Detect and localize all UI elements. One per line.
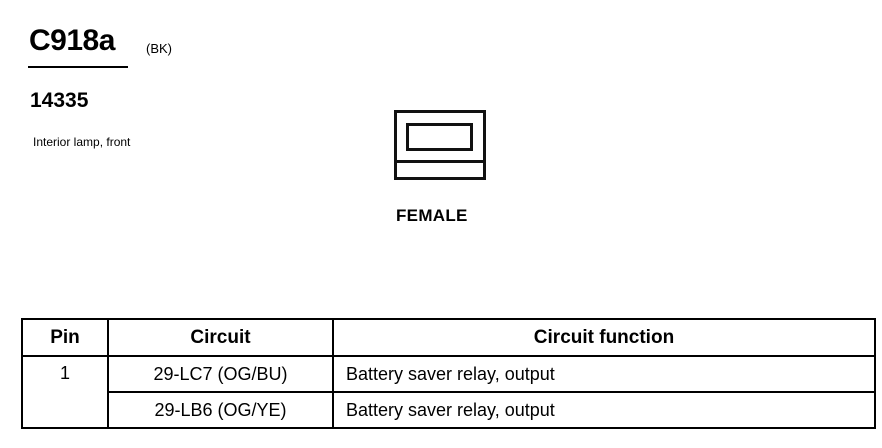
- pin-table-header-row: Pin Circuit Circuit function: [21, 318, 876, 357]
- connector-color-code: (BK): [146, 41, 172, 56]
- connector-cavity: [406, 123, 473, 151]
- circuit-function-cell: Battery saver relay, output: [332, 355, 876, 393]
- pin-table: Pin Circuit Circuit function 1 29-LC7 (O…: [21, 318, 876, 429]
- connector-gender-label: FEMALE: [396, 206, 468, 225]
- column-header-circuit: Circuit: [107, 318, 334, 357]
- connector-id: C918a: [29, 24, 115, 57]
- connector-divider: [397, 160, 483, 163]
- part-number: 14335: [30, 89, 89, 112]
- connector-id-underline: [28, 66, 128, 68]
- table-row: 1 29-LC7 (OG/BU) Battery saver relay, ou…: [21, 355, 876, 429]
- connector-face-diagram: [394, 110, 486, 180]
- connector-description: Interior lamp, front: [33, 135, 131, 149]
- column-header-pin: Pin: [21, 318, 109, 357]
- circuit-cell: 29-LB6 (OG/YE): [107, 391, 334, 429]
- circuit-function-cell: Battery saver relay, output: [332, 391, 876, 429]
- column-header-circuit-function: Circuit function: [332, 318, 876, 357]
- table-row: 29-LB6 (OG/YE) Battery saver relay, outp…: [22, 391, 876, 429]
- circuit-cell: 29-LC7 (OG/BU): [107, 355, 334, 393]
- pin-number-cell: 1: [21, 355, 109, 429]
